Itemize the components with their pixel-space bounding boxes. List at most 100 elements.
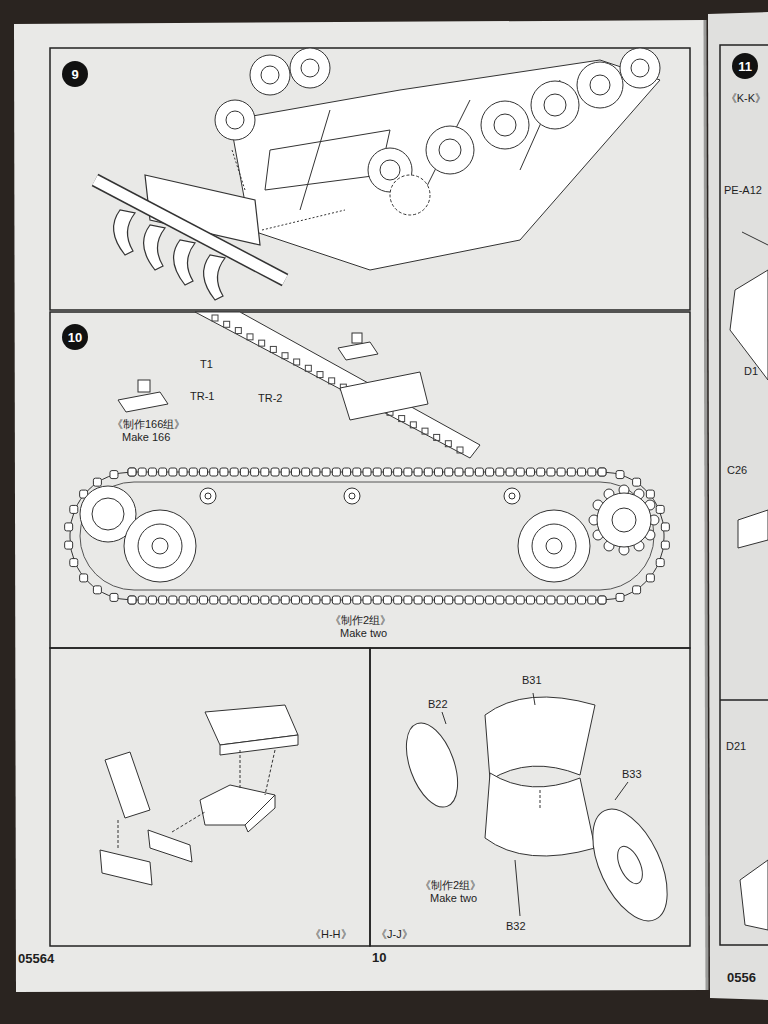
track-link [332,468,340,476]
track-link [322,468,330,476]
track-link [496,468,504,476]
track-link [70,505,78,513]
track-link [251,596,259,604]
track-cell [212,315,218,321]
track-link [557,468,565,476]
track-link [537,596,545,604]
track-link [302,468,310,476]
track-link [200,596,208,604]
track-link [567,596,575,604]
page-code: 0556 [727,970,756,985]
track-link [578,596,586,604]
track-link [210,468,218,476]
track-link [616,593,624,601]
track-link [312,596,320,604]
part-number: B32 [506,920,526,932]
track-link [65,541,73,549]
track-link [465,468,473,476]
track-link [353,468,361,476]
track-cell [445,441,451,447]
track-link [598,468,606,476]
track-link [281,468,289,476]
track-cell [247,334,253,340]
track-link [486,468,494,476]
track-link [179,596,187,604]
view-label: 《K-K》 [726,92,766,104]
track-link [414,596,422,604]
track-link [455,468,463,476]
track-link [506,596,514,604]
note: Make 166 [122,431,170,443]
track-cell [224,321,230,327]
track-link [414,468,422,476]
track-link [435,596,443,604]
note: 《制作2组》 [330,614,391,626]
track-link [200,468,208,476]
track-link [261,596,269,604]
part-number: TR-1 [190,390,214,402]
track-link [240,596,248,604]
track-link [251,468,259,476]
track-link [110,471,118,479]
view-label: 《H-H》 [310,928,352,940]
track-link [159,468,167,476]
track-link [547,596,555,604]
track-link [363,468,371,476]
page-code: 05564 [18,951,54,966]
track-link [189,596,197,604]
track-link [93,478,101,486]
track-link [383,596,391,604]
track-link [363,596,371,604]
page-number: 10 [372,950,386,965]
track-link [220,468,228,476]
track-link [445,468,453,476]
part-number: D1 [744,365,758,377]
track-link [598,596,606,604]
track-cell [235,328,241,334]
track-link [281,596,289,604]
track-link [404,596,412,604]
track-link [424,596,432,604]
track-link [598,596,606,604]
track-link [646,574,654,582]
step-label: 9 [71,67,78,82]
track-link [80,574,88,582]
step-label: 11 [738,59,752,74]
track-link [322,596,330,604]
part-number: B33 [622,768,642,780]
track-link [475,596,483,604]
track-link [486,596,494,604]
track-link [240,468,248,476]
track-link [210,596,218,604]
note: Make two [340,627,387,639]
track-link [383,468,391,476]
track-link [516,596,524,604]
track-link [128,596,136,604]
track-link [526,596,534,604]
track-cell [259,340,265,346]
track-link [230,468,238,476]
part-number: TR-2 [258,392,282,404]
part-number: T1 [200,358,213,370]
track-link [148,468,156,476]
track-link [138,468,146,476]
track-link [465,596,473,604]
track-link [373,468,381,476]
track-link [557,596,565,604]
track-link [588,468,596,476]
track-link [661,523,669,531]
track-link [661,541,669,549]
track-link [506,468,514,476]
track-cell [294,359,300,365]
track-link [516,468,524,476]
track-link [220,596,228,604]
sprocket-hub [612,508,636,532]
track-link [656,505,664,513]
track-link [633,586,641,594]
track-link [93,586,101,594]
track-link [291,468,299,476]
note: 《制作2组》 [420,879,481,891]
track-link [148,596,156,604]
track-link [394,596,402,604]
